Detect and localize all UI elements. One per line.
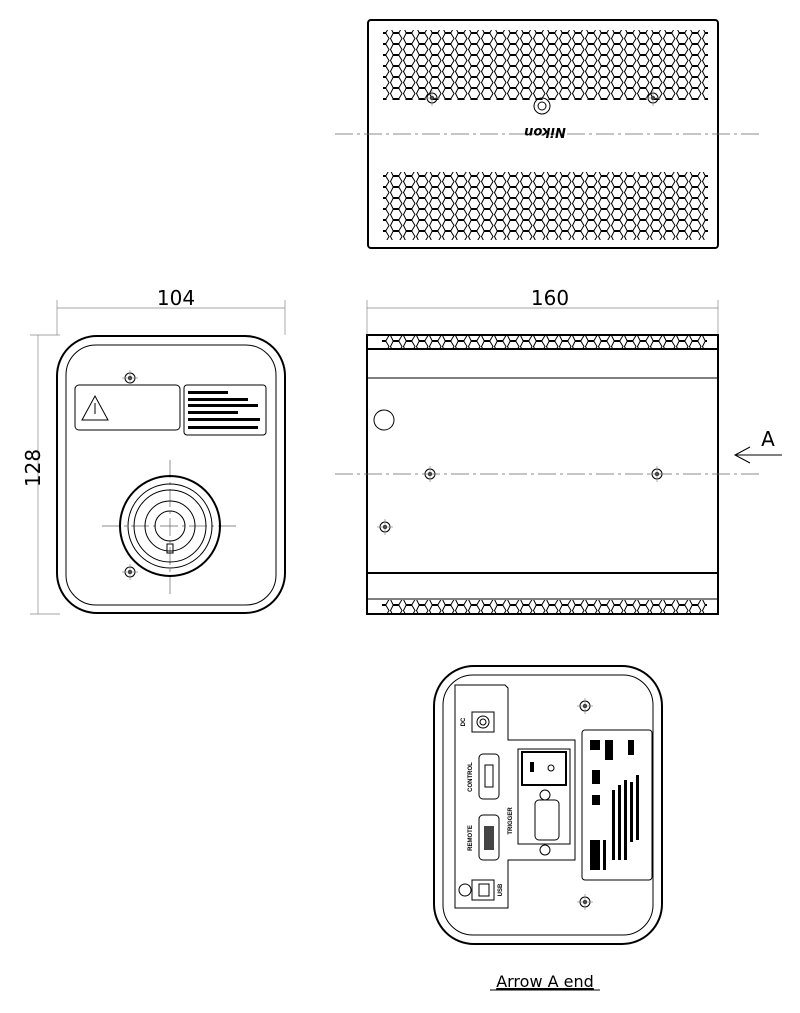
dimension-104: 104 [157,286,195,310]
usb-port [471,879,495,901]
vent-grille-upper [383,30,708,100]
usb-port-label: USB [498,883,504,896]
dimension-160: 160 [531,286,569,310]
remote-port [478,814,500,861]
end-view: 104 128 [21,286,286,615]
vent-grille-top-edge [382,335,707,348]
control-port [478,753,500,800]
back-view: DC CONTROL REMOTE TRIGGER USB Arrow A en… [433,665,663,991]
control-port-label: CONTROL [468,762,474,792]
trigger-port [534,799,560,841]
view-caption: Arrow A end [496,972,594,991]
power-switch [521,751,567,786]
nikon-logo: Nikon [524,124,566,139]
vent-grille-bottom-edge [382,600,707,613]
dc-port-label: DC [461,717,467,726]
trigger-port-label: TRIGGER [508,807,514,835]
top-view: Nikon [335,19,760,249]
side-view: 160 A [335,286,782,615]
warning-icon [81,394,109,421]
dimension-128: 128 [21,449,45,487]
remote-port-label: REMOTE [468,825,474,851]
rating-label [581,729,653,881]
view-marker-a: A [761,427,775,451]
vent-grille-lower [383,172,708,240]
